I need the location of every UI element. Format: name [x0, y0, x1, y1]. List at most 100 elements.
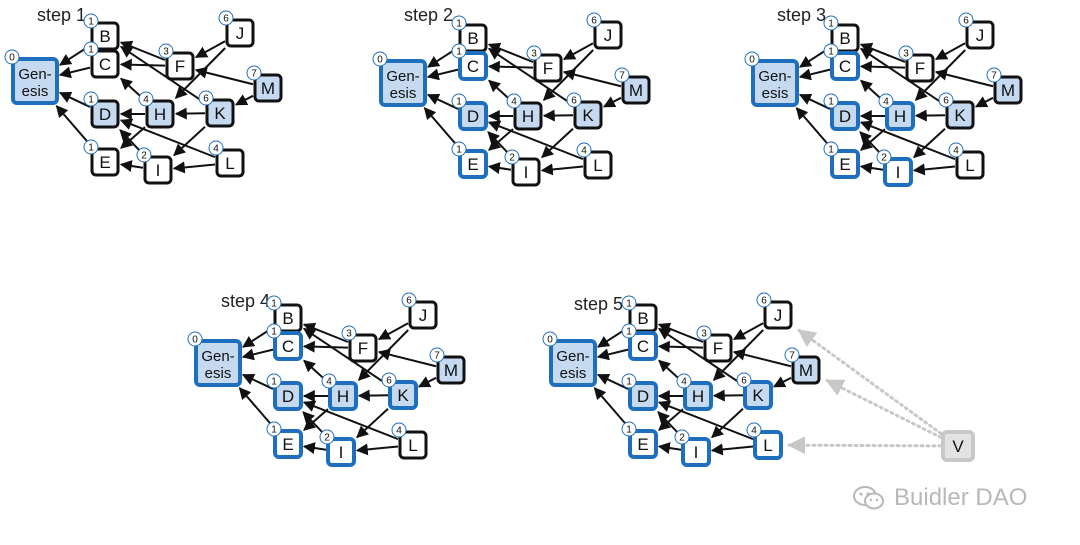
- weight-badge: [938, 92, 954, 108]
- node-K: K6: [198, 90, 235, 128]
- weight-value: 4: [751, 426, 757, 437]
- node-label: J: [604, 26, 613, 45]
- node-box: [628, 331, 658, 361]
- edge-M-F: [562, 68, 622, 88]
- weight-value: 1: [626, 425, 632, 436]
- weight-badge: [83, 13, 99, 29]
- weight-value: 4: [213, 144, 219, 155]
- node-label: M: [1001, 81, 1015, 100]
- node-box: [830, 51, 860, 81]
- node-box: [90, 99, 120, 129]
- node-label: L: [763, 436, 772, 455]
- weight-badge: [674, 429, 690, 445]
- edge-K-I: [356, 408, 389, 439]
- weight-value: 1: [456, 47, 462, 58]
- edge-F-C: [487, 60, 534, 73]
- node-H: H4: [138, 91, 175, 129]
- node-B: B1: [266, 295, 303, 333]
- weight-badge: [4, 49, 20, 65]
- edge-H-E: [658, 408, 684, 431]
- edge-I-E: [487, 162, 512, 174]
- node-F: F3: [696, 325, 733, 363]
- weight-badge: [621, 421, 637, 437]
- weight-value: 6: [571, 96, 577, 107]
- edge-F-B: [657, 322, 704, 343]
- weight-value: 6: [386, 376, 392, 387]
- edge-J-F: [194, 40, 226, 59]
- node-label: H: [894, 107, 906, 126]
- node-box: [398, 430, 428, 460]
- node-label: L: [408, 436, 417, 455]
- weight-badge: [676, 373, 692, 389]
- node-box: [681, 437, 711, 467]
- node-J: J6: [401, 292, 438, 330]
- weight-value: 6: [203, 94, 209, 105]
- weight-value: 7: [789, 351, 795, 362]
- node-label: F: [175, 57, 185, 76]
- weight-value: 1: [828, 47, 834, 58]
- weight-badge: [372, 51, 388, 67]
- node-I: I2: [876, 149, 913, 187]
- node-C: C1: [621, 323, 658, 361]
- weight-value: 4: [953, 146, 959, 157]
- node-label: C: [467, 57, 479, 76]
- edge-L-D: [657, 400, 754, 441]
- weight-value: 3: [531, 49, 537, 60]
- node-box: [143, 155, 173, 185]
- edge-E-G: [55, 105, 93, 148]
- edge-I-E: [119, 160, 144, 172]
- weight-value: 3: [701, 329, 707, 340]
- node-box: [205, 98, 235, 128]
- weight-badge: [138, 91, 154, 107]
- weight-badge: [187, 331, 203, 347]
- node-box: [791, 355, 821, 385]
- wechat-icon: [853, 486, 884, 510]
- weight-value: 3: [903, 49, 909, 60]
- node-label: K: [582, 106, 594, 125]
- node-box: [885, 101, 915, 131]
- edge-E-G: [795, 107, 833, 150]
- node-M: M7: [784, 347, 821, 385]
- verifier-edge-J: [797, 328, 943, 436]
- edge-M-F: [377, 348, 437, 368]
- node-B: B1: [823, 15, 860, 53]
- weight-badge: [876, 149, 892, 165]
- weight-badge: [83, 139, 99, 155]
- node-F: F3: [158, 43, 195, 81]
- node-K: K6: [938, 92, 975, 130]
- node-label: M: [799, 361, 813, 380]
- node-label: C: [282, 337, 294, 356]
- weight-badge: [266, 373, 282, 389]
- edge-F-C: [119, 58, 166, 71]
- weight-value: 1: [456, 97, 462, 108]
- node-label: Gen-esis: [556, 348, 589, 382]
- node-label: D: [99, 105, 111, 124]
- weight-badge: [321, 373, 337, 389]
- weight-value: 1: [271, 377, 277, 388]
- weight-value: 0: [9, 53, 15, 64]
- node-box: [215, 148, 245, 178]
- edge-D-G: [596, 373, 629, 390]
- weight-value: 1: [828, 19, 834, 30]
- node-label: C: [99, 55, 111, 74]
- edge-H-E: [120, 126, 146, 149]
- node-H: H4: [506, 93, 543, 131]
- edge-H-E: [860, 128, 886, 151]
- weight-value: 7: [619, 71, 625, 82]
- edge-F-B: [119, 40, 166, 61]
- weight-badge: [542, 331, 558, 347]
- node-box: [90, 49, 120, 79]
- node-J: J6: [586, 12, 623, 50]
- node-K: K6: [566, 92, 603, 130]
- node-label: J: [236, 24, 245, 43]
- node-J: J6: [756, 292, 793, 330]
- node-box: [145, 99, 175, 129]
- weight-value: 4: [883, 97, 889, 108]
- node-box: [549, 339, 597, 387]
- node-label: I: [524, 163, 529, 182]
- weight-badge: [621, 295, 637, 311]
- node-F: F3: [898, 45, 935, 83]
- node-label: D: [637, 387, 649, 406]
- weight-value: 7: [251, 69, 257, 80]
- node-C: C1: [451, 43, 488, 81]
